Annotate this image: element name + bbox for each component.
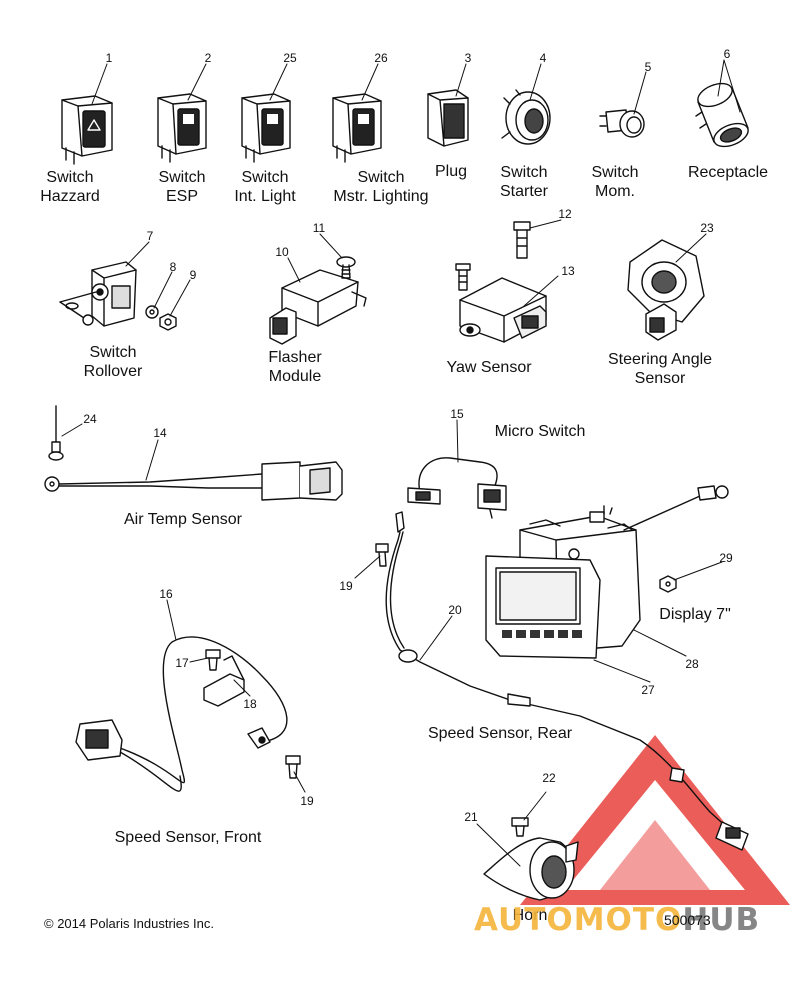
- bolt-icon-front-19: [285, 755, 301, 779]
- figure-id: 500073: [664, 912, 711, 928]
- switch-hazzard-icon: [61, 95, 113, 165]
- callout-1: 1: [105, 51, 113, 65]
- switch-int-light-icon: [241, 93, 291, 163]
- label-horn: Horn: [512, 907, 548, 924]
- watermark-logo: [520, 735, 790, 905]
- callout-4: 4: [539, 51, 547, 65]
- receptacle-icon: [695, 82, 749, 148]
- label-switch-esp: Switch ESP: [158, 169, 206, 205]
- yaw-sensor-icon: [459, 277, 547, 343]
- copyright-text: © 2014 Polaris Industries Inc.: [44, 916, 214, 931]
- label-switch-mstr-lighting: Switch Mstr. Lighting: [333, 169, 429, 205]
- callout-14: 14: [153, 426, 167, 440]
- callout-17: 17: [175, 656, 189, 670]
- callout-11: 11: [312, 221, 326, 235]
- callout-5: 5: [644, 60, 652, 74]
- label-speed-sensor-front: Speed Sensor, Front: [114, 829, 262, 846]
- callout-25: 25: [283, 51, 297, 65]
- callout-6: 6: [723, 47, 731, 61]
- washer-icon: [145, 305, 159, 319]
- callout-20: 20: [448, 603, 462, 617]
- screw-icon: [336, 256, 356, 279]
- label-switch-rollover: Switch Rollover: [83, 344, 143, 380]
- switch-esp-icon: [157, 93, 207, 163]
- speed-sensor-rear-icon: [385, 511, 749, 851]
- speed-sensor-front-icon: [75, 636, 288, 792]
- label-receptacle: Receptacle: [687, 164, 769, 181]
- bolt-icon-front-17: [205, 649, 221, 671]
- callout-22: 22: [542, 771, 556, 785]
- steering-angle-sensor-icon: [627, 239, 705, 341]
- nut-icon: [159, 313, 177, 331]
- callout-19a: 19: [339, 579, 353, 593]
- callout-8: 8: [169, 260, 177, 274]
- horn-screw-icon: [511, 817, 529, 837]
- callout-10: 10: [275, 245, 289, 259]
- callout-15: 15: [450, 407, 464, 421]
- callout-21: 21: [464, 810, 478, 824]
- callout-26: 26: [374, 51, 388, 65]
- rivet-icon: [48, 405, 64, 461]
- label-yaw-sensor: Yaw Sensor: [446, 359, 532, 376]
- callout-12: 12: [558, 207, 572, 221]
- switch-mstr-lighting-icon: [332, 93, 382, 163]
- label-micro-switch: Micro Switch: [494, 423, 586, 440]
- leader-lines: [61, 59, 741, 867]
- display-screw-icon: [659, 575, 677, 593]
- display-cable-icon: [603, 485, 729, 531]
- flasher-module-icon: [269, 269, 367, 345]
- callout-3: 3: [464, 51, 472, 65]
- label-flasher-module: Flasher Module: [268, 349, 322, 385]
- callout-29: 29: [719, 551, 733, 565]
- label-switch-hazzard: Switch Hazzard: [40, 169, 100, 205]
- callout-19b: 19: [300, 794, 314, 808]
- starter-switch-icon: [501, 89, 551, 145]
- callout-18: 18: [243, 697, 257, 711]
- micro-switch-icon: [407, 457, 507, 519]
- display-screen-icon: [485, 555, 601, 659]
- label-speed-sensor-rear: Speed Sensor, Rear: [427, 725, 573, 742]
- bracket-icon: [203, 655, 245, 707]
- plug-icon: [427, 89, 469, 147]
- air-temp-sensor-icon: [44, 461, 343, 501]
- label-switch-int-light: Switch Int. Light: [234, 169, 296, 205]
- speed-sensor-rear-bolt-icon: [375, 543, 389, 567]
- bolt-icon-yaw-right: [513, 221, 531, 259]
- bolt-icon-yaw-left: [455, 263, 471, 291]
- rollover-switch-icon: [59, 261, 137, 327]
- callout-27: 27: [641, 683, 655, 697]
- callout-24: 24: [83, 412, 97, 426]
- watermark-text: AUTOMOTOHUB: [474, 902, 760, 938]
- label-air-temp-sensor: Air Temp Sensor: [124, 511, 242, 528]
- label-plug: Plug: [434, 163, 468, 180]
- watermark-part2: HUB: [682, 902, 761, 938]
- callout-23: 23: [700, 221, 714, 235]
- label-display-7: Display 7": [659, 606, 731, 623]
- momentary-switch-icon: [599, 109, 645, 138]
- callout-2: 2: [204, 51, 212, 65]
- label-switch-starter: Switch Starter: [499, 164, 549, 200]
- horn-icon: [483, 837, 579, 901]
- callout-9: 9: [189, 268, 197, 282]
- label-steering-angle-sensor: Steering Angle Sensor: [607, 351, 713, 387]
- callout-13: 13: [561, 264, 575, 278]
- callout-7: 7: [146, 229, 154, 243]
- watermark-part1: AUTOMOTO: [474, 902, 683, 938]
- label-switch-mom: Switch Mom.: [591, 164, 639, 200]
- callout-28: 28: [685, 657, 699, 671]
- callout-16: 16: [159, 587, 173, 601]
